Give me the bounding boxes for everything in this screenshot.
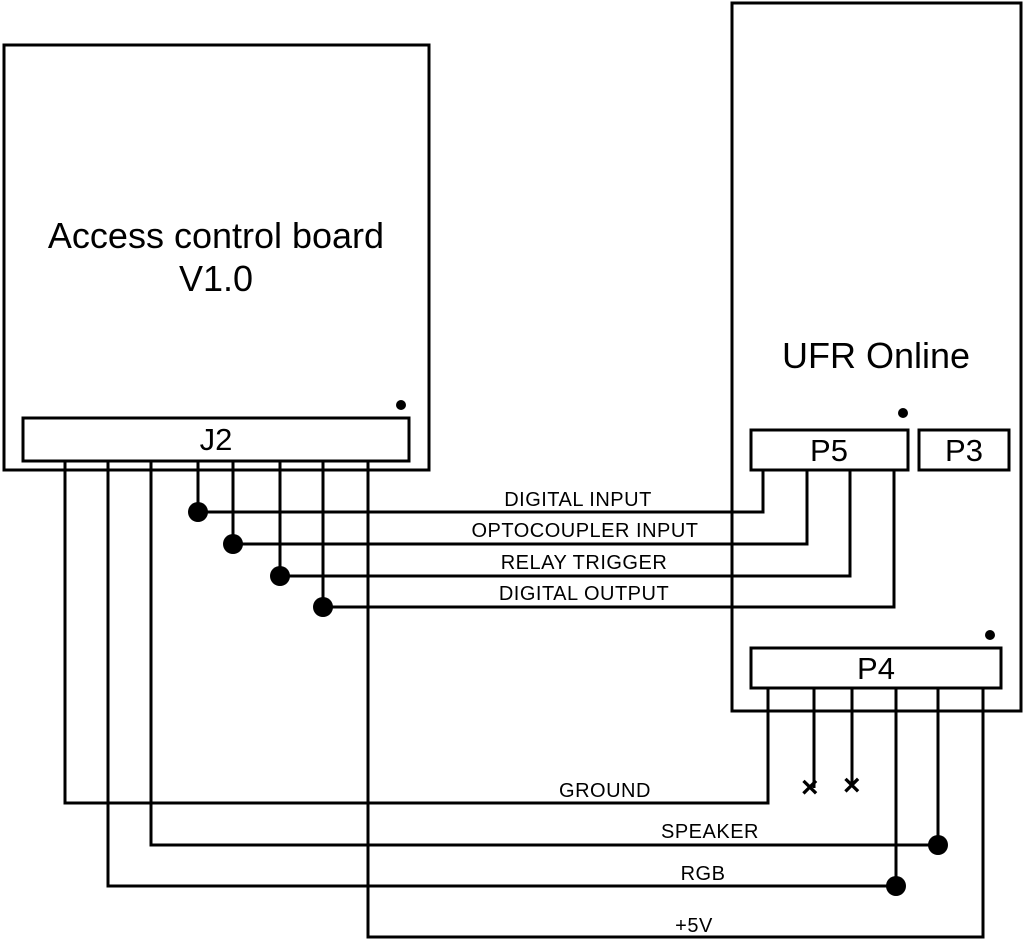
unconnected-pin-2: × bbox=[843, 688, 861, 802]
unconnected-x-icon: × bbox=[843, 769, 861, 802]
j2-label: J2 bbox=[200, 422, 233, 457]
junction-dot bbox=[928, 835, 948, 855]
wire-label-optocoupler-input: OPTOCOUPLER INPUT bbox=[471, 520, 698, 542]
junction-dot bbox=[188, 502, 208, 522]
wire-label-plus5v: +5V bbox=[675, 915, 713, 937]
wire-digital-output: DIGITAL OUTPUT bbox=[313, 461, 896, 617]
j2-pin1-marker bbox=[396, 400, 406, 410]
p5-label: P5 bbox=[810, 433, 848, 468]
unconnected-pin-1: × bbox=[801, 688, 819, 804]
wire-ground: GROUND bbox=[63, 461, 770, 805]
access-control-board: Access control board V1.0 J2 bbox=[2, 43, 431, 472]
j2-connector bbox=[21, 416, 411, 463]
p4-pin1-marker bbox=[985, 630, 995, 640]
p4-label: P4 bbox=[857, 651, 895, 686]
p4-connector bbox=[749, 646, 1003, 690]
junction-dot bbox=[270, 566, 290, 586]
access-control-board-version: V1.0 bbox=[179, 258, 253, 299]
junction-dot bbox=[886, 876, 906, 896]
wire-label-digital-input: DIGITAL INPUT bbox=[504, 489, 652, 511]
wire-label-rgb: RGB bbox=[681, 863, 726, 885]
access-control-board-title: Access control board bbox=[48, 215, 384, 256]
ufr-online-board-outline bbox=[730, 1, 1023, 713]
wire-plus5v: +5V bbox=[366, 461, 985, 939]
wire-speaker: SPEAKER bbox=[149, 461, 948, 855]
wire-label-ground: GROUND bbox=[559, 780, 651, 802]
access-control-board-outline bbox=[2, 43, 431, 472]
p3-label: P3 bbox=[945, 433, 983, 468]
p5-pin1-marker bbox=[898, 408, 908, 418]
junction-dot bbox=[313, 597, 333, 617]
wire-relay-trigger: RELAY TRIGGER bbox=[270, 461, 852, 586]
wire-digital-input: DIGITAL INPUT bbox=[188, 461, 765, 522]
wire-label-digital-output: DIGITAL OUTPUT bbox=[499, 583, 669, 605]
ufr-online-board: UFR Online P5 P3 P4 bbox=[730, 1, 1023, 713]
unconnected-x-icon: × bbox=[801, 771, 819, 804]
wire-rgb: RGB bbox=[106, 461, 906, 896]
p3-connector bbox=[917, 428, 1011, 472]
wire-optocoupler-input: OPTOCOUPLER INPUT bbox=[223, 461, 809, 554]
junction-dot bbox=[223, 534, 243, 554]
p5-connector bbox=[749, 428, 910, 472]
wire-label-relay-trigger: RELAY TRIGGER bbox=[501, 552, 668, 574]
ufr-online-title: UFR Online bbox=[782, 335, 970, 376]
wire-label-speaker: SPEAKER bbox=[661, 821, 759, 843]
